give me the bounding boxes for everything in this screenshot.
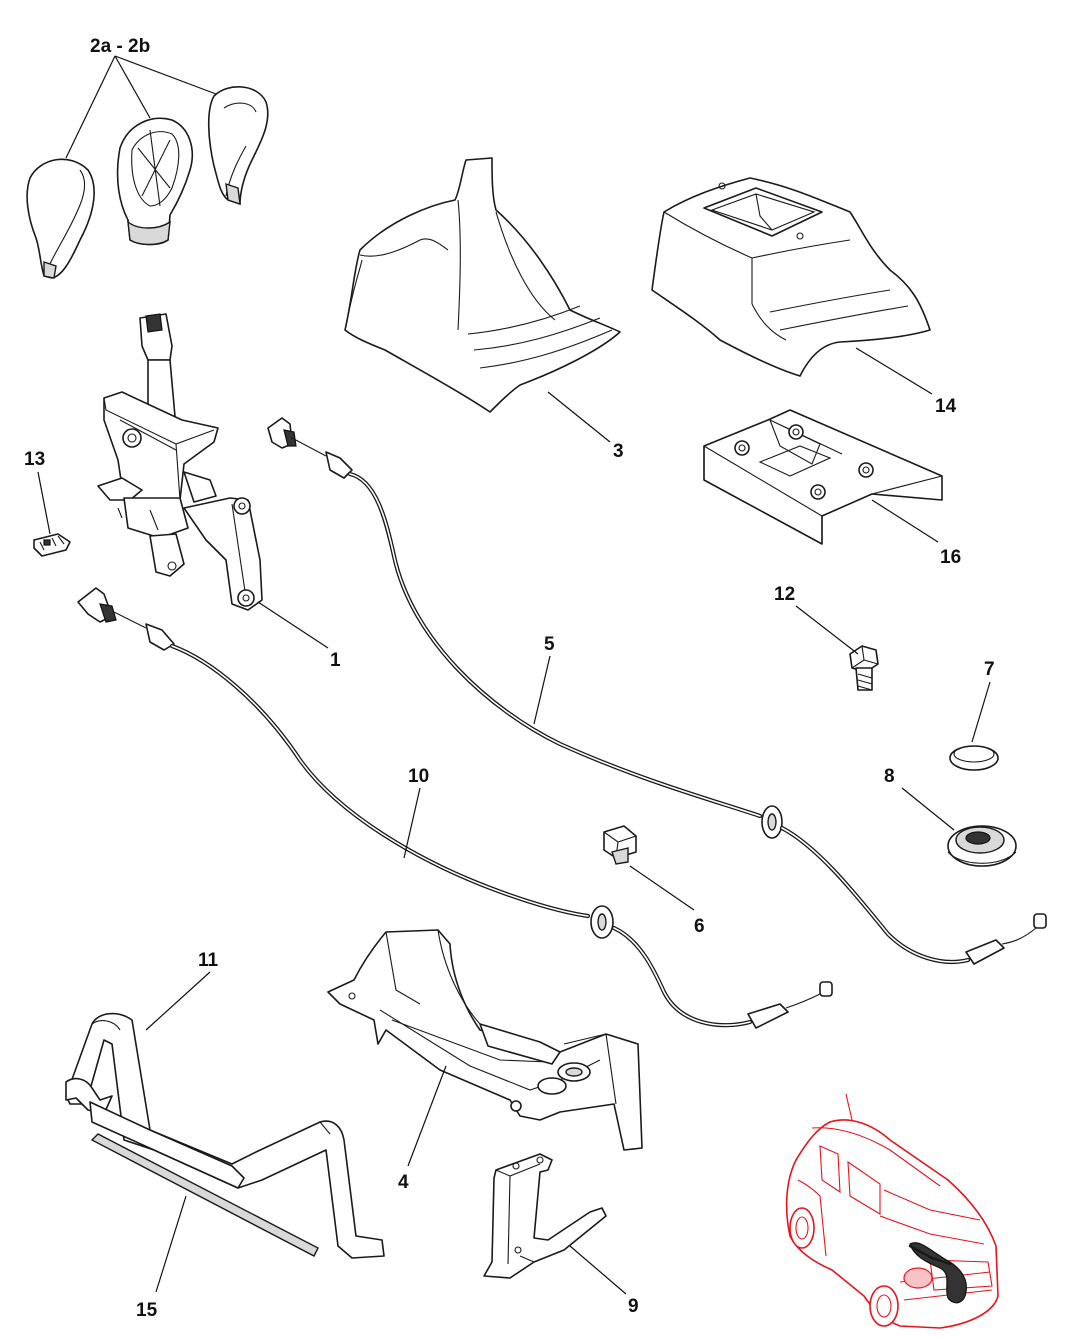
clip-13[interactable]: [33, 533, 71, 557]
callout-10: 10: [403, 766, 429, 859]
callout-label-7: 7: [984, 659, 995, 680]
callout-label-5: 5: [544, 634, 555, 655]
shift-cable-5[interactable]: [267, 417, 1047, 965]
callout-6: 6: [629, 865, 705, 937]
cable-bracket-4[interactable]: [327, 929, 643, 1151]
vehicle-locator-car-icon: [785, 1093, 999, 1329]
callout-label-10: 10: [408, 766, 429, 787]
grommet-8[interactable]: [947, 825, 1017, 867]
callout-label-3: 3: [613, 441, 624, 462]
mounting-plate-16[interactable]: [703, 409, 943, 545]
callout-label-12: 12: [774, 584, 795, 605]
cap-7[interactable]: [949, 745, 999, 771]
callout-13: 13: [24, 449, 51, 535]
callout-15: 15: [136, 1195, 187, 1321]
callout-9: 9: [569, 1245, 639, 1317]
callout-label-15: 15: [136, 1300, 158, 1321]
callout-label-2a-2b: 2a - 2b: [90, 36, 150, 57]
callout-12: 12: [774, 584, 859, 655]
callout-label-8: 8: [884, 766, 895, 787]
callout-label-4: 4: [398, 1172, 409, 1193]
strip-15[interactable]: [90, 1133, 319, 1257]
callout-3: 3: [547, 391, 624, 462]
callout-14: 14: [855, 347, 957, 417]
callout-label-11: 11: [198, 950, 219, 971]
callout-2a-2b: 2a - 2b: [65, 36, 217, 159]
gear-selector-assembly-1[interactable]: [97, 313, 263, 611]
gear-knob-2a-2b[interactable]: [26, 86, 269, 279]
callout-5: 5: [533, 634, 555, 725]
callout-label-9: 9: [628, 1296, 639, 1317]
callout-8: 8: [884, 766, 955, 831]
console-cover-14[interactable]: [651, 177, 931, 377]
bolt-12[interactable]: [849, 645, 879, 691]
callout-7: 7: [971, 659, 995, 743]
callout-4: 4: [398, 1065, 447, 1193]
callout-16: 16: [871, 499, 961, 568]
callout-label-13: 13: [24, 449, 45, 470]
callout-label-16: 16: [940, 547, 961, 568]
gear-lever-boot-3[interactable]: [344, 157, 621, 413]
callout-label-6: 6: [694, 916, 705, 937]
clip-6[interactable]: [603, 825, 637, 865]
callout-11: 11: [145, 950, 219, 1031]
callout-label-1: 1: [330, 650, 341, 671]
shift-cable-10[interactable]: [77, 587, 833, 1029]
callout-1: 1: [257, 601, 341, 671]
bracket-9[interactable]: [483, 1153, 607, 1279]
callout-label-14: 14: [935, 396, 957, 417]
wire-frame-11[interactable]: [65, 1012, 385, 1259]
